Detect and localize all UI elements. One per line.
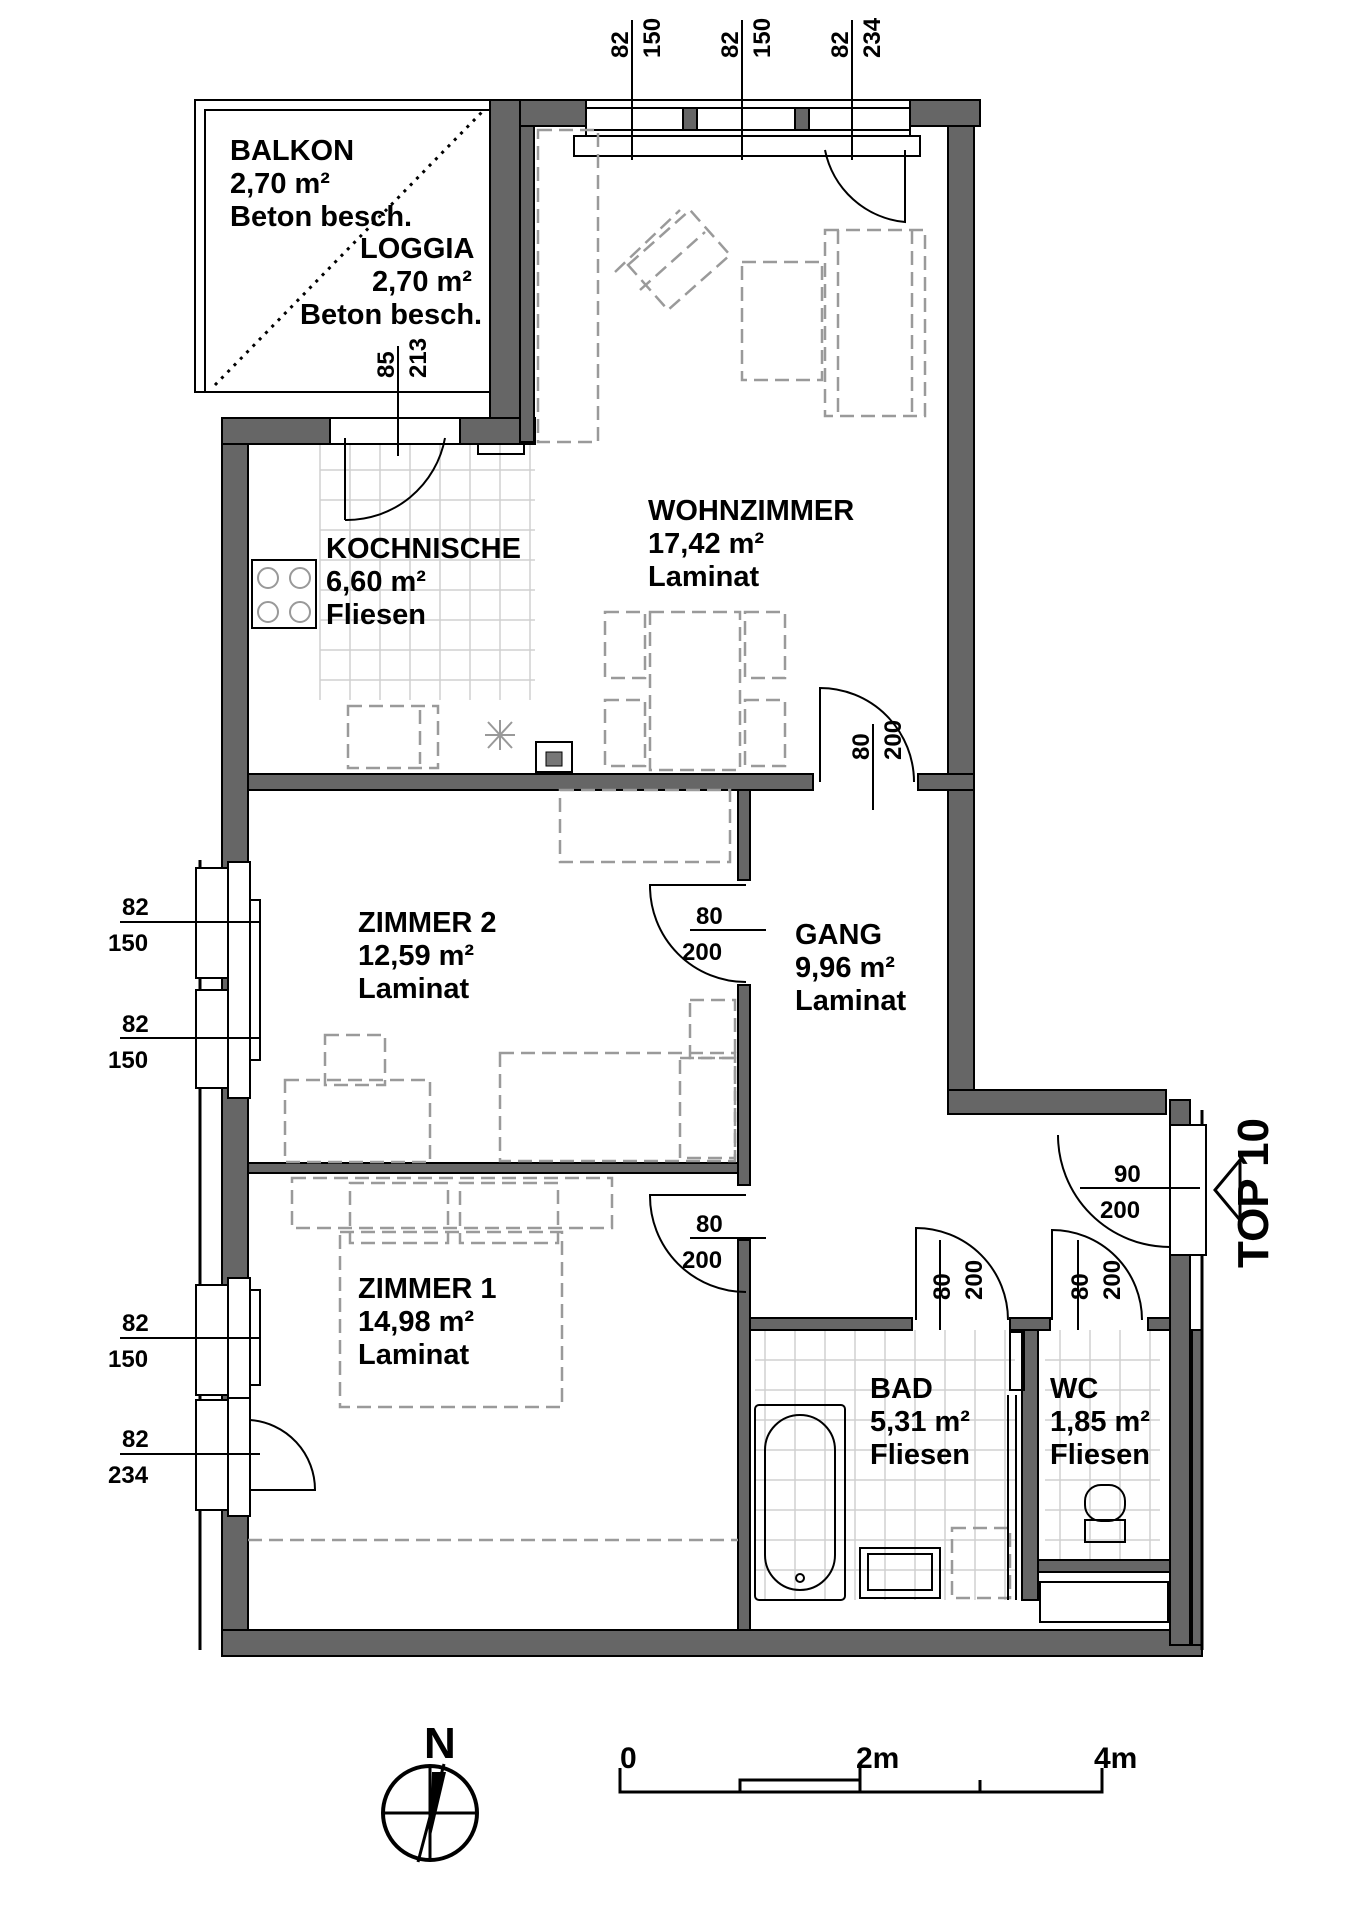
north-arrow: N [381, 1719, 479, 1863]
living-furniture [536, 128, 927, 772]
entry-triangle-icon [1213, 1155, 1242, 1225]
gang-label: GANG 9,96 m² Laminat [795, 919, 907, 1017]
zimmer1-name: ZIMMER 1 [358, 1273, 497, 1305]
kitchen-furniture [251, 443, 573, 773]
doors [249, 149, 1207, 1491]
scale-bar: 0 2m 4m [618, 1742, 1137, 1794]
dim-wohn-door-width: 80 [848, 733, 875, 760]
unit-label: TOP 10 [1229, 1118, 1278, 1268]
scale-label-2m: 2m [856, 1742, 899, 1775]
dim-left-window-3: 82 150 [108, 1310, 149, 1373]
dim-left-door: 82 234 [108, 1426, 149, 1489]
dim-top-window-2-height: 150 [749, 18, 776, 58]
kochnische-name: KOCHNISCHE [326, 533, 521, 565]
kitchen-tiles [319, 440, 535, 700]
dim-zimmer1-door: 80 200 [682, 1211, 723, 1274]
dim-top-door-width: 82 [827, 31, 854, 58]
bath-fixtures [754, 1331, 1126, 1601]
gang-floor: Laminat [795, 985, 907, 1017]
dim-loggia-door-height: 213 [405, 338, 432, 378]
wohnzimmer-label: WOHNZIMMER 17,42 m² Laminat [648, 495, 854, 593]
wohnzimmer-area: 17,42 m² [648, 528, 764, 560]
dim-left-door-height: 234 [108, 1462, 149, 1489]
loggia-label: LOGGIA 2,70 m² Beton besch. [300, 233, 482, 331]
dim-zimmer1-door-width: 80 [696, 1211, 723, 1238]
gang-name: GANG [795, 919, 882, 951]
zimmer1-label: ZIMMER 1 14,98 m² Laminat [358, 1273, 497, 1371]
loggia-floor: Beton besch. [300, 299, 482, 331]
wohnzimmer-name: WOHNZIMMER [648, 495, 854, 527]
dim-wc-door-width: 80 [1067, 1273, 1094, 1300]
dim-top-window-2: 82 150 [717, 18, 776, 58]
bad-name: BAD [870, 1373, 933, 1405]
zimmer1-floor: Laminat [358, 1339, 470, 1371]
balkon-label: BALKON 2,70 m² Beton besch. [230, 135, 412, 233]
zimmer2-furniture [283, 788, 737, 1164]
dim-wc-door-height: 200 [1099, 1260, 1126, 1300]
kochnische-floor: Fliesen [326, 599, 426, 631]
zimmer1-furniture [248, 1176, 738, 1542]
kochnische-label: KOCHNISCHE 6,60 m² Fliesen [326, 533, 521, 631]
north-label: N [424, 1719, 456, 1768]
wc-area: 1,85 m² [1050, 1406, 1150, 1438]
dim-left-window-1: 82 150 [108, 894, 149, 957]
dim-left-window-3-width: 82 [122, 1310, 149, 1337]
dim-entry-door-height: 200 [1100, 1197, 1140, 1224]
dim-top-window-1: 82 150 [607, 18, 666, 58]
dim-left-window-1-width: 82 [122, 894, 149, 921]
wc-name: WC [1050, 1373, 1098, 1405]
bad-area: 5,31 m² [870, 1406, 970, 1438]
scale-label-0: 0 [620, 1742, 637, 1775]
kochnische-area: 6,60 m² [326, 566, 426, 598]
dim-bad-door-width: 80 [929, 1273, 956, 1300]
zimmer1-area: 14,98 m² [358, 1306, 474, 1338]
dimension-leaders [120, 20, 1200, 1455]
dim-zimmer2-door-height: 200 [682, 939, 722, 966]
dim-left-window-1-height: 150 [108, 930, 148, 957]
balcony [194, 99, 491, 393]
dim-left-window-2-height: 150 [108, 1047, 148, 1074]
bad-floor: Fliesen [870, 1439, 970, 1471]
zimmer2-label: ZIMMER 2 12,59 m² Laminat [358, 907, 497, 1005]
scale-label-4m: 4m [1094, 1742, 1137, 1775]
dim-top-door-height: 234 [859, 17, 886, 58]
zimmer2-floor: Laminat [358, 973, 470, 1005]
dim-wc-door: 80 200 [1067, 1260, 1126, 1300]
dim-top-window-2-width: 82 [717, 31, 744, 58]
dim-loggia-door: 85 213 [373, 338, 432, 378]
dim-left-window-2: 82 150 [108, 1011, 149, 1074]
dim-left-door-width: 82 [122, 1426, 149, 1453]
balkon-area: 2,70 m² [230, 168, 330, 200]
dim-entry-door: 90 200 [1100, 1161, 1141, 1224]
dim-wohn-door-height: 200 [880, 720, 907, 760]
dim-zimmer2-door: 80 200 [682, 903, 723, 966]
dim-left-window-3-height: 150 [108, 1346, 148, 1373]
dim-wohn-door: 80 200 [848, 720, 907, 760]
wohnzimmer-floor: Laminat [648, 561, 760, 593]
loggia-area: 2,70 m² [372, 266, 472, 298]
dim-bad-door: 80 200 [929, 1260, 988, 1300]
dim-bad-door-height: 200 [961, 1260, 988, 1300]
gang-area: 9,96 m² [795, 952, 895, 984]
balkon-floor: Beton besch. [230, 201, 412, 233]
dim-entry-door-width: 90 [1114, 1161, 1141, 1188]
bad-label: BAD 5,31 m² Fliesen [870, 1373, 970, 1471]
top-windows [573, 99, 921, 157]
dim-zimmer1-door-height: 200 [682, 1247, 722, 1274]
wc-floor: Fliesen [1050, 1439, 1150, 1471]
dim-zimmer2-door-width: 80 [696, 903, 723, 930]
dim-top-window-1-height: 150 [639, 18, 666, 58]
wc-label: WC 1,85 m² Fliesen [1050, 1373, 1150, 1471]
dim-top-window-1-width: 82 [607, 31, 634, 58]
unit-marker: TOP 10 [1213, 1118, 1278, 1268]
dim-loggia-door-width: 85 [373, 351, 400, 378]
zimmer2-area: 12,59 m² [358, 940, 474, 972]
wc-tiles [1045, 1330, 1160, 1560]
loggia-name: LOGGIA [360, 233, 474, 265]
dim-left-window-2-width: 82 [122, 1011, 149, 1038]
dim-top-door: 82 234 [827, 17, 886, 58]
balkon-name: BALKON [230, 135, 354, 167]
zimmer2-name: ZIMMER 2 [358, 907, 497, 939]
